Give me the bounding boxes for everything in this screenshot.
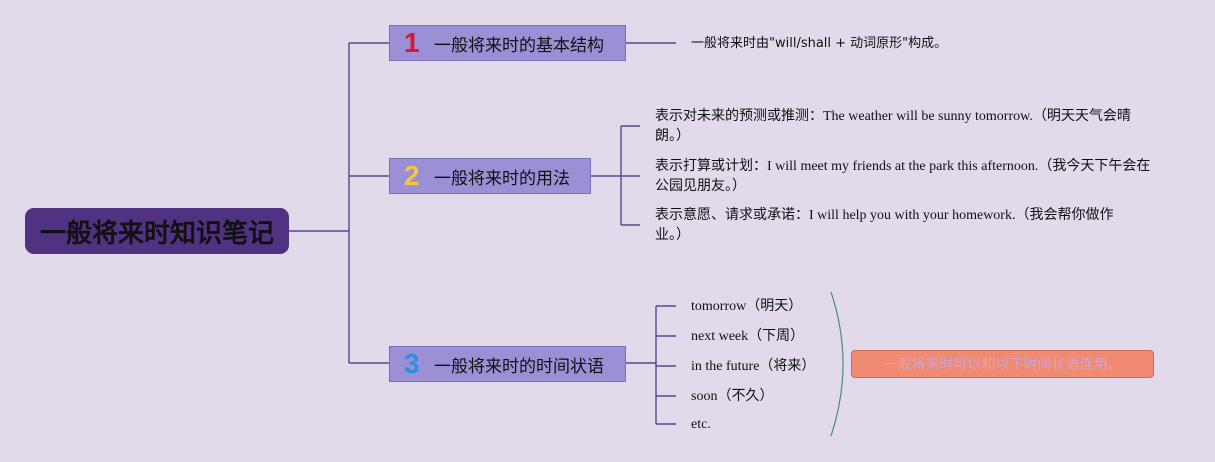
root-topic[interactable]: 一般将来时知识笔记 <box>25 208 289 254</box>
usage-line: 表示打算或计划：I will meet my friends at the pa… <box>655 159 1151 174</box>
adverbial-item[interactable]: in the future（将来） <box>691 359 816 374</box>
adverbial-item[interactable]: next week（下周） <box>691 329 805 344</box>
adverbial-item[interactable]: soon（不久） <box>691 389 774 404</box>
branch-basic-structure[interactable]: 1 一般将来时的基本结构 <box>389 25 626 61</box>
summary-callout[interactable]: 一般将来时可以和以下时间状语连用。 <box>851 350 1154 378</box>
summary-text: 一般将来时可以和以下时间状语连用。 <box>883 357 1122 373</box>
usage-line: 表示对未来的预测或推测：The weather will be sunny to… <box>655 109 1131 124</box>
branch-usage[interactable]: 2 一般将来时的用法 <box>389 158 591 194</box>
branch-title-3: 一般将来时的时间状语 <box>434 356 604 377</box>
branch-number-1: 1 <box>404 27 420 58</box>
summary-bracket <box>830 291 844 437</box>
adverbial-item[interactable]: tomorrow（明天） <box>691 299 803 314</box>
branch-number-2: 2 <box>404 160 420 191</box>
root-title: 一般将来时知识笔记 <box>39 218 274 249</box>
branch-title-1: 一般将来时的基本结构 <box>434 35 604 56</box>
branch-title-2: 一般将来时的用法 <box>434 168 570 189</box>
adverbial-item[interactable]: etc. <box>691 417 711 432</box>
usage-line: 公园见朋友。） <box>655 179 746 194</box>
usage-item-willingness[interactable]: 表示意愿、请求或承诺：I will help you with your hom… <box>655 206 1155 246</box>
structure-note[interactable]: 一般将来时由"will/shall + 动词原形"构成。 <box>691 36 948 51</box>
usage-line: 表示意愿、请求或承诺：I will help you with your hom… <box>655 208 1114 223</box>
usage-item-plan[interactable]: 表示打算或计划：I will meet my friends at the pa… <box>655 157 1175 197</box>
branch-number-3: 3 <box>404 348 420 379</box>
usage-item-prediction[interactable]: 表示对未来的预测或推测：The weather will be sunny to… <box>655 107 1155 147</box>
branch-time-adverbials[interactable]: 3 一般将来时的时间状语 <box>389 346 626 382</box>
usage-line: 朗。） <box>655 129 690 144</box>
usage-line: 业。） <box>655 228 690 243</box>
